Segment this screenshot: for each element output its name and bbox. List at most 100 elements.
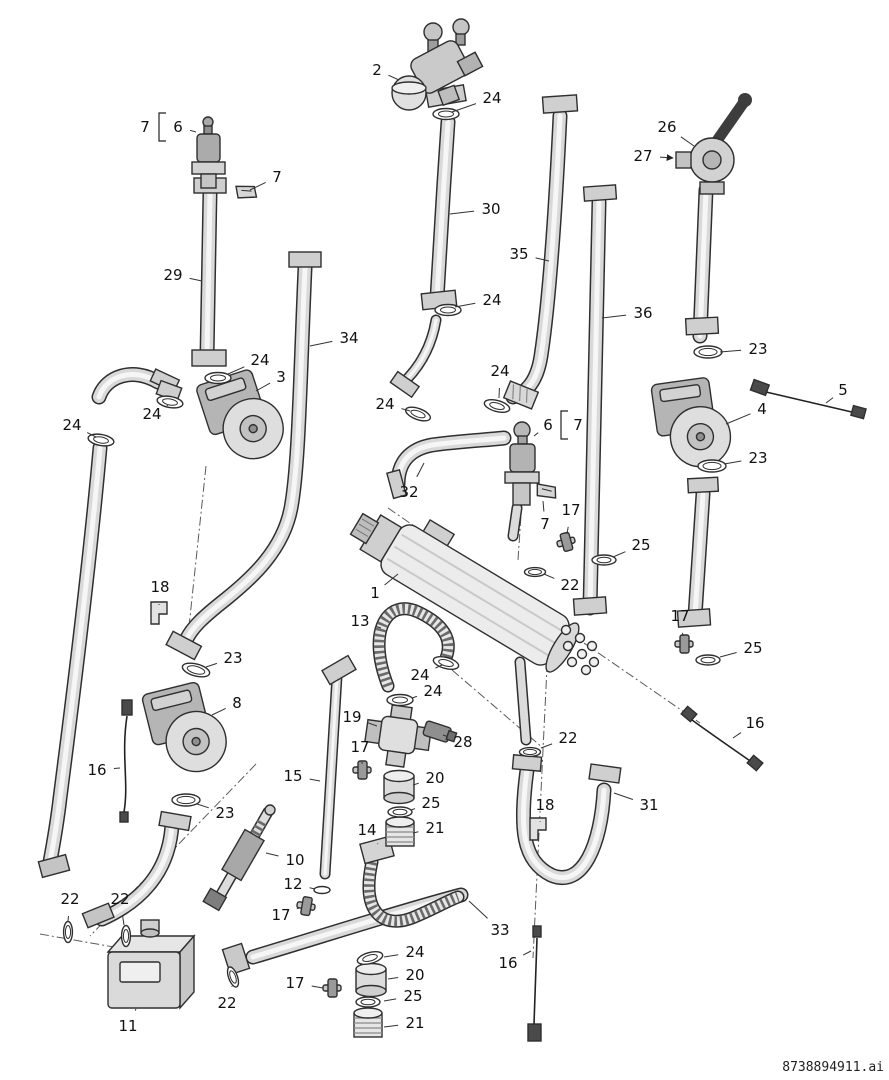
callout-23-35: 23 [223,649,242,667]
part-17-clip [674,634,694,654]
leader-line-19-39 [367,722,378,727]
callout-22-43: 22 [558,729,577,747]
part-33-corrugated-hose [362,855,465,928]
callout-22-55: 22 [60,890,79,908]
callout-31-50: 31 [639,796,658,814]
callout-33-58: 33 [490,921,509,939]
callout-23-24: 23 [748,449,767,467]
leader-line-25-34 [719,652,737,658]
leader-line-13-32 [375,625,382,629]
callout-7-2: 7 [140,118,150,136]
leader-line-17-33 [682,632,684,637]
leader-line-4-19 [725,413,751,425]
callout-13-32: 13 [350,612,369,630]
part-16-cable-right [680,705,764,772]
callout-17-42: 17 [350,738,369,756]
callout-19-39: 19 [342,708,361,726]
callout-7-6: 7 [272,168,282,186]
part-26-lever-valve [675,93,752,195]
callout-25-28: 25 [631,536,650,554]
callout-23-47: 23 [215,804,234,822]
callout-22-64: 22 [217,994,236,1012]
callout-7-23: 7 [573,416,583,434]
leader-line-24-18 [401,408,411,412]
part-34-pipe [177,260,313,651]
leader-line-1-30 [384,573,399,586]
watermark-text: 8738894911.ai [782,1060,884,1075]
part-1-heat-exchanger [349,512,600,676]
leader-line-16-44 [113,767,121,769]
part-2-valve-assembly [391,18,484,111]
ring-23 [693,345,723,359]
leader-line-31-50 [613,792,634,800]
leader-line-24-37 [411,695,418,699]
leader-line-7-27 [542,500,545,512]
leader-line-24-20 [166,404,169,407]
part-4-pump [650,374,736,473]
ring-23 [180,659,212,681]
ring-24 [386,693,414,707]
leader-line-22-43 [540,743,553,749]
part-12-ring [313,885,331,895]
leader-line-25-28 [612,551,626,558]
leader-line-14-52 [377,843,379,845]
callout-16-44: 16 [87,761,106,779]
leader-line-15-45 [309,778,321,782]
leader-line-5-17 [825,397,834,404]
callout-29-9: 29 [163,266,182,284]
leader-line-32-25 [416,462,425,478]
callout-17-57: 17 [271,906,290,924]
part-7-clip-mid [532,480,560,503]
flanges-and-nuts [37,84,720,976]
tube-bundle [560,624,600,676]
grouping-bracket-1 [158,112,166,142]
callout-16-41: 16 [745,714,764,732]
callout-7-27: 7 [540,515,550,533]
leader-line-35-8 [535,257,550,262]
leader-line-26-4 [680,136,695,147]
leader-line-29-9 [189,277,203,282]
ring-22 [518,746,542,758]
part-17-clip [554,530,578,554]
callout-21-66: 21 [405,1014,424,1032]
callout-11-65: 11 [118,1017,137,1035]
callout-5-17: 5 [838,381,848,399]
leader-line-23-35 [205,662,218,668]
leader-line-21-51 [412,831,419,834]
ring-25 [591,554,617,566]
part-27-fitting [675,151,692,169]
leader-line-17-57 [296,907,300,910]
part-36-pipe [582,194,607,616]
callout-24-10: 24 [482,291,501,309]
callout-22-29: 22 [560,576,579,594]
leader-line-25-63 [383,998,397,1002]
leader-line-11-65 [134,1008,137,1011]
callout-6-22: 6 [543,416,553,434]
leader-line-7-6 [249,181,266,191]
pump4-down-pipe [687,486,711,624]
leader-line-22-29 [543,573,555,579]
leader-line-17-62 [311,985,324,989]
leader-line-20-61 [387,977,399,980]
ring-22 [120,924,132,948]
part-10-actuator [202,804,276,912]
pump8-elbow-pipe [94,816,180,927]
callout-24-16: 24 [490,362,509,380]
callout-1-30: 1 [370,584,380,602]
grouping-bracket-2 [560,410,568,440]
part-30-elbow [396,314,442,390]
leader-line-16-60 [522,950,532,956]
part-6-air-vent-mid [504,421,540,506]
leader-line-16-41 [732,732,742,739]
ring-23 [171,793,201,807]
leader-line-22-55 [67,915,69,922]
callout-25-63: 25 [403,987,422,1005]
callout-22-56: 22 [110,890,129,908]
leader-line-27-5 [659,154,674,162]
callout-18-31: 18 [150,578,169,596]
callout-17-26: 17 [561,501,580,519]
callout-24-18: 24 [375,395,394,413]
part-5-sensor-cable [749,378,867,420]
callout-24-37: 24 [423,682,442,700]
